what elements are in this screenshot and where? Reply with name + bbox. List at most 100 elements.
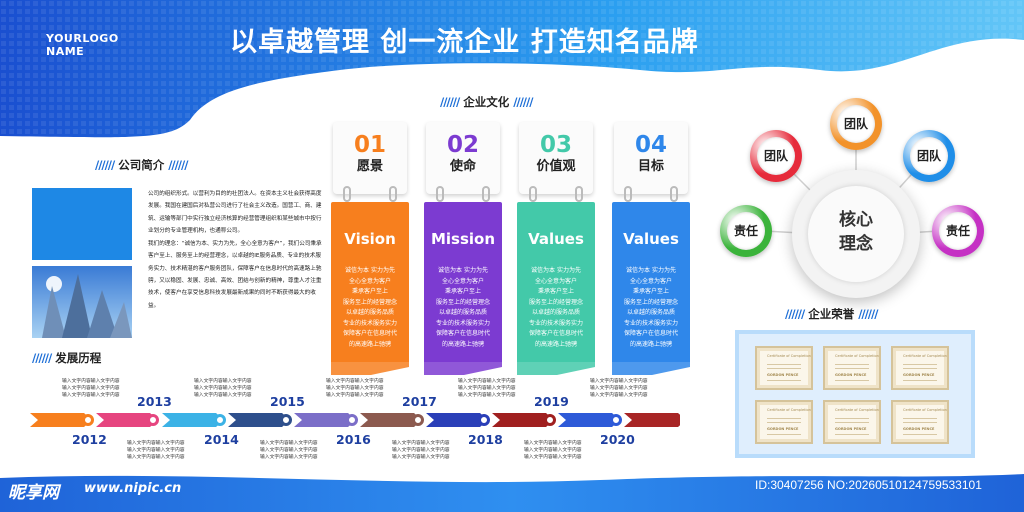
certificate-line xyxy=(767,368,801,369)
ring-icon xyxy=(343,186,351,202)
timeline-dot xyxy=(412,414,424,426)
card-title: Values xyxy=(528,230,584,248)
timeline-text: 输入文字内容输入文字内容 输入文字内容输入文字内容 输入文字内容输入文字内容 xyxy=(127,441,185,460)
certificate-line xyxy=(767,364,801,365)
timeline-arrow xyxy=(96,413,158,427)
certificate-line xyxy=(835,434,869,435)
certificate-title: Certificate of Completion xyxy=(903,408,947,412)
timeline-year: 2018 xyxy=(468,432,503,447)
core-node-5: 责任 xyxy=(932,205,984,257)
card-tail xyxy=(517,361,595,375)
card-desc: 诚信为本 实力为先 全心全意为客户 秉承客户至上 服务至上的经营理念 以卓越的服… xyxy=(528,267,583,348)
card-name: 使命 xyxy=(449,159,476,174)
honor-title: 企业荣誉 xyxy=(808,307,855,321)
timeline-arrow xyxy=(360,413,422,427)
slash-deco: ////// xyxy=(32,351,52,365)
certificate-name: GORDON PENCE xyxy=(767,427,799,431)
card-tail xyxy=(612,361,690,375)
certificate-line xyxy=(903,380,937,381)
core-node-label: 团队 xyxy=(843,117,868,131)
timeline-year: 2020 xyxy=(600,432,635,447)
timeline-arrow xyxy=(492,413,554,427)
card-number: 01 xyxy=(353,132,386,158)
timeline-arrow xyxy=(624,413,680,427)
timeline-year: 2016 xyxy=(336,432,371,447)
core-node-inner xyxy=(837,105,875,143)
logo-line2: NAME xyxy=(46,45,85,58)
timeline-dot xyxy=(478,414,490,426)
header-wave xyxy=(0,0,1024,138)
intro-section-title: //////公司简介////// xyxy=(95,157,188,173)
certificate-line xyxy=(767,422,801,423)
timeline-text: 输入文字内容输入文字内容 输入文字内容输入文字内容 输入文字内容输入文字内容 xyxy=(392,441,450,460)
watermark-url: www.nipic.cn xyxy=(84,481,182,496)
slash-deco: ////// xyxy=(440,95,460,109)
timeline-text: 输入文字内容输入文字内容 输入文字内容输入文字内容 输入文字内容输入文字内容 xyxy=(260,441,318,460)
core-label: 核心 理念 xyxy=(808,186,904,282)
certificate-line xyxy=(903,418,937,419)
core-node-label: 责任 xyxy=(945,224,970,238)
ring-icon xyxy=(624,186,632,202)
core-node-3: 团队 xyxy=(903,130,955,182)
slogan: 以卓越管理 创一流企业 打造知名品牌 xyxy=(230,27,699,58)
timeline-text: 输入文字内容输入文字内容 输入文字内容输入文字内容 输入文字内容输入文字内容 xyxy=(194,379,252,398)
core-node-label: 团队 xyxy=(916,149,941,163)
certificate-line xyxy=(903,422,937,423)
core-node-inner xyxy=(757,137,795,175)
intro-paragraph: 公司的组织形式。以营利为目的的社团法人。在资本主义社会获得高度发展。我国在建国后… xyxy=(148,191,322,234)
certificate-line xyxy=(767,434,801,435)
card-desc: 诚信为本 实力为先 全心全意为客户 秉承客户至上 服务至上的经营理念 以卓越的服… xyxy=(342,267,397,348)
logo: YOURLOGO NAME xyxy=(46,32,119,58)
intro-image-buildings xyxy=(32,266,132,338)
certificate-line xyxy=(903,364,937,365)
core-label-line1: 核心 xyxy=(839,210,873,230)
timeline-year: 2015 xyxy=(270,394,305,409)
slash-deco: ////// xyxy=(513,95,533,109)
ring-icon xyxy=(436,186,444,202)
culture-card-3: Values 诚信为本 实力为先 全心全意为客户 秉承客户至上 服务至上的经营理念… xyxy=(517,122,595,375)
timeline-year: 2017 xyxy=(402,394,437,409)
history-section-title: //////发展历程 xyxy=(32,350,105,366)
card-body: Values 诚信为本 实力为先 全心全意为客户 秉承客户至上 服务至上的经营理念… xyxy=(517,202,595,362)
slash-deco: ////// xyxy=(95,158,115,172)
culture-title: 企业文化 xyxy=(463,95,510,109)
certificate-title: Certificate of Completion xyxy=(767,354,811,358)
certificate-title: Certificate of Completion xyxy=(835,354,879,358)
core-node-2: 团队 xyxy=(830,98,882,150)
timeline-arrow xyxy=(162,413,224,427)
slash-deco: ////// xyxy=(168,158,188,172)
ring-icon xyxy=(529,186,537,202)
core-node-label: 团队 xyxy=(763,149,788,163)
logo-line1: YOURLOGO xyxy=(46,32,119,45)
timeline-dot xyxy=(82,414,94,426)
footer-band xyxy=(0,474,1024,512)
certificate-name: GORDON PENCE xyxy=(767,373,799,377)
slash-deco: ////// xyxy=(785,307,805,321)
certificate-title: Certificate of Completion xyxy=(903,354,947,358)
slash-deco: ////// xyxy=(858,307,878,321)
core-node-inner xyxy=(939,212,977,250)
timeline-arrow xyxy=(294,413,356,427)
ring-icon xyxy=(575,186,583,202)
timeline-arrow xyxy=(228,413,290,427)
card-number: 03 xyxy=(539,132,572,158)
certificate-name: GORDON PENCE xyxy=(835,427,867,431)
timeline-arrow xyxy=(558,413,620,427)
core-node-4: 责任 xyxy=(720,205,772,257)
core-node-label: 责任 xyxy=(733,224,758,238)
certificate-name: GORDON PENCE xyxy=(903,427,935,431)
ring-icon xyxy=(389,186,397,202)
intro-title: 公司简介 xyxy=(118,158,165,172)
timeline-dot xyxy=(610,414,622,426)
timeline-text: 输入文字内容输入文字内容 输入文字内容输入文字内容 输入文字内容输入文字内容 xyxy=(326,379,384,398)
intro-paragraph: 我们的理念：“诚信为本、实力为先，全心全意为客户”，我们公司秉承客户至上、服务至… xyxy=(148,241,322,309)
